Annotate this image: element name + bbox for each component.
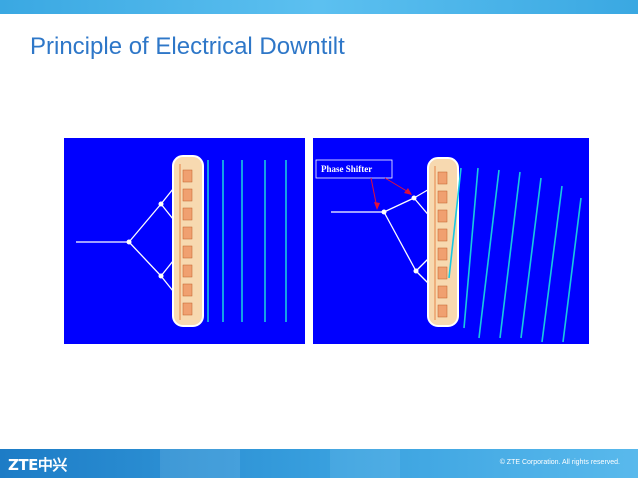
wavefront-line [448, 167, 462, 279]
radiating-element [437, 171, 448, 185]
antenna-casing [172, 155, 204, 327]
top-accent-bar [0, 0, 638, 14]
feed-line-upper [383, 197, 415, 213]
splitter-node [126, 239, 132, 245]
radiating-element [182, 283, 193, 297]
copyright-text: © ZTE Corporation. All rights reserved. [499, 459, 620, 466]
diagram-no-downtilt [64, 138, 305, 344]
radiating-element [437, 228, 448, 242]
feed-line-lower [383, 211, 417, 272]
splitter-node-lower [158, 273, 164, 279]
radiating-element [182, 207, 193, 221]
wavefronts-vertical [207, 160, 287, 322]
feed-line-lower [128, 241, 162, 277]
antenna-casing [427, 157, 459, 327]
radiating-element [437, 304, 448, 318]
wavefront-line [562, 197, 582, 343]
splitter-node-lower [413, 268, 419, 274]
radiating-element [182, 188, 193, 202]
radiating-element [182, 302, 193, 316]
phase-shifter-node-upper [411, 195, 417, 201]
wavefront-line [520, 177, 542, 339]
antenna-array [172, 155, 204, 327]
radiating-element [437, 285, 448, 299]
wavefront-line [478, 169, 500, 339]
antenna-array [427, 157, 459, 327]
radiating-element [437, 266, 448, 280]
radiating-element [437, 247, 448, 261]
arrow-to-upper-shifter [384, 177, 411, 194]
wavefront-line [499, 171, 521, 339]
radiating-element [437, 209, 448, 223]
footer-bar: ZTE中兴 © ZTE Corporation. All rights rese… [0, 449, 638, 478]
radiating-element [437, 190, 448, 204]
arrowhead [374, 202, 380, 210]
phase-shifter-label-box [315, 159, 393, 179]
diagram-electrical-downtilt: Phase Shifter [313, 138, 589, 344]
footer-decoration [160, 449, 240, 478]
radiating-element [182, 264, 193, 278]
phase-shifter-label: Phase Shifter [321, 164, 372, 174]
phase-shifter-node [381, 209, 387, 215]
zte-logo: ZTE中兴 [8, 456, 67, 474]
radiating-elements [182, 169, 193, 316]
slide-title: Principle of Electrical Downtilt [30, 33, 345, 60]
feed-line-upper [128, 203, 162, 243]
wavefront-line [463, 167, 479, 329]
wavefronts-tilted [448, 167, 582, 343]
splitter-node-upper [158, 201, 164, 207]
footer-decoration [330, 449, 400, 478]
radiating-element [182, 169, 193, 183]
arrowhead [404, 188, 412, 195]
wavefront-line [541, 185, 563, 343]
radiating-elements [437, 171, 448, 318]
radiating-element [182, 245, 193, 259]
radiating-element [182, 226, 193, 240]
